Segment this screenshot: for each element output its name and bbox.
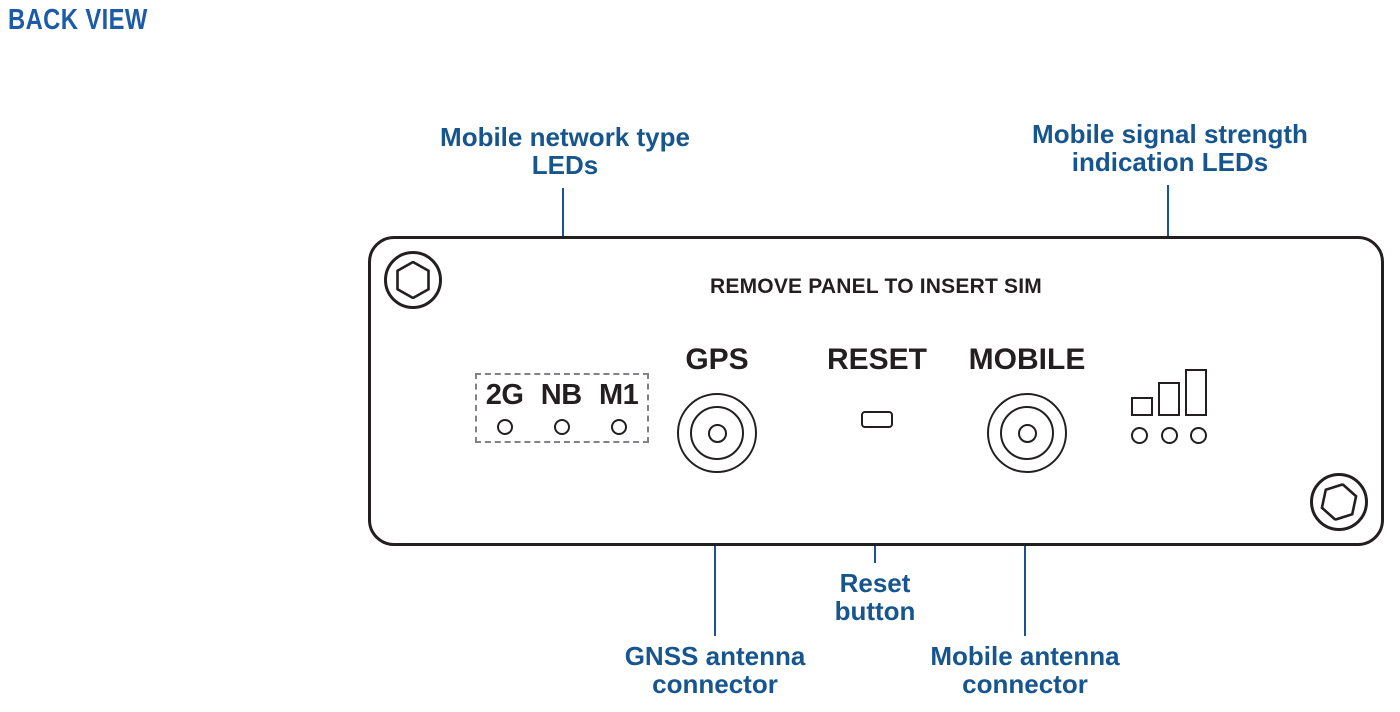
signal-bars bbox=[1131, 368, 1207, 416]
signal-bar-1 bbox=[1131, 397, 1153, 416]
network-type-led-labels: 2G NB M1 bbox=[477, 379, 647, 412]
signal-bar-2 bbox=[1158, 382, 1180, 416]
connector-inner-pin bbox=[1017, 423, 1037, 443]
callout-gnss-antenna-connector: GNSS antenna connector bbox=[624, 641, 806, 699]
panel-heading: REMOVE PANEL TO INSERT SIM bbox=[710, 275, 1042, 298]
signal-led-2 bbox=[1160, 427, 1178, 444]
signal-strength-leds bbox=[1131, 427, 1207, 444]
callout-reset-button: Reset button bbox=[834, 568, 916, 626]
led-label-m1: M1 bbox=[599, 379, 639, 411]
page-title: BACK VIEW bbox=[8, 4, 148, 36]
callout-mobile-antenna-connector: Mobile antenna connector bbox=[930, 641, 1120, 699]
connector-outer-ring bbox=[987, 393, 1067, 473]
callout-signal-strength-leds: Mobile signal strength indication LEDs bbox=[1032, 119, 1308, 177]
led-indicator-nb bbox=[553, 419, 570, 435]
led-indicator-2g bbox=[497, 419, 514, 435]
led-label-2g: 2G bbox=[485, 379, 524, 411]
mobile-antenna-connector[interactable] bbox=[987, 393, 1067, 473]
hex-screw-icon bbox=[1310, 473, 1368, 531]
connector-label-reset: RESET bbox=[826, 343, 928, 376]
gnss-antenna-connector[interactable] bbox=[677, 393, 757, 473]
signal-strength-icon bbox=[1131, 369, 1207, 452]
network-type-led-group: 2G NB M1 bbox=[475, 373, 649, 443]
connector-inner-pin bbox=[707, 423, 727, 443]
hexagon-icon bbox=[396, 261, 430, 299]
callout-network-type-leds: Mobile network type LEDs bbox=[440, 122, 690, 180]
reset-button[interactable] bbox=[861, 411, 893, 428]
signal-led-1 bbox=[1131, 427, 1148, 444]
connector-label-mobile: MOBILE bbox=[968, 343, 1086, 376]
leader-line-gnss-connector bbox=[714, 470, 716, 636]
hexagon-icon bbox=[1320, 482, 1358, 522]
led-label-nb: NB bbox=[540, 379, 582, 411]
connector-middle-ring bbox=[1000, 406, 1054, 460]
connector-outer-ring bbox=[677, 393, 757, 473]
network-type-leds bbox=[477, 419, 647, 435]
leader-line-mobile-connector bbox=[1024, 470, 1026, 636]
hex-screw-icon bbox=[384, 251, 442, 309]
signal-led-3 bbox=[1190, 427, 1207, 444]
signal-bar-3 bbox=[1185, 369, 1207, 416]
connector-middle-ring bbox=[690, 406, 744, 460]
led-indicator-m1 bbox=[610, 419, 627, 435]
device-back-panel: REMOVE PANEL TO INSERT SIM 2G NB M1 GPS … bbox=[368, 236, 1384, 546]
connector-label-gps: GPS bbox=[685, 343, 749, 376]
